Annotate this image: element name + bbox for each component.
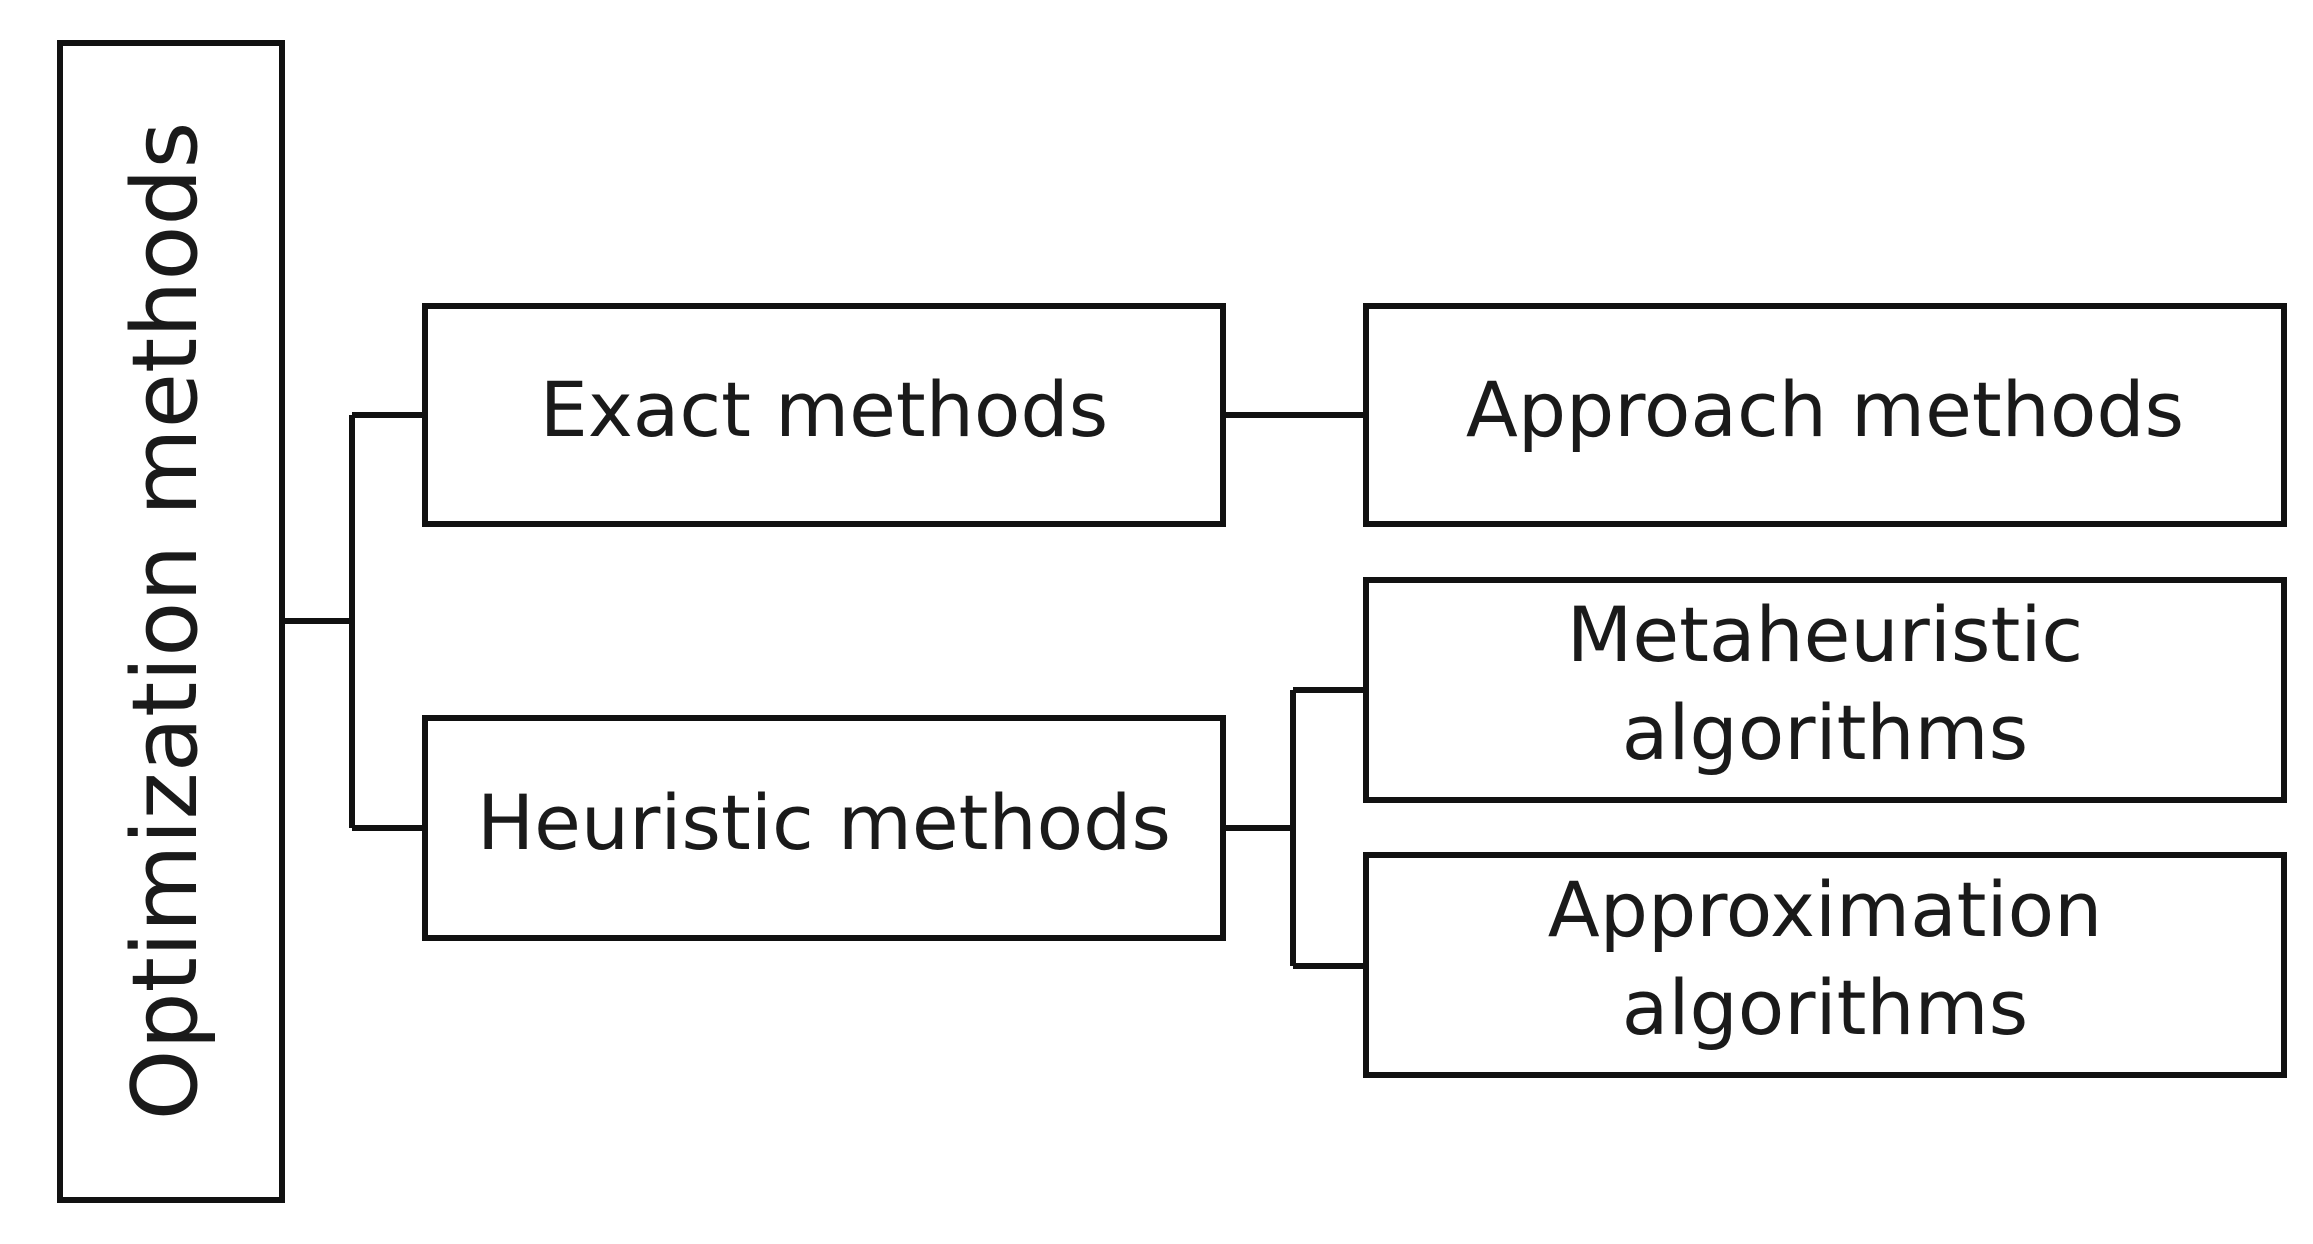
heuristic-connectors (1223, 687, 1366, 969)
metaheuristic-algorithms-label-line2: algorithms (1622, 688, 2028, 777)
approximation-algorithms-box (1363, 852, 2287, 1078)
metaheuristic-algorithms-label-line1: Metaheuristic (1567, 590, 2083, 679)
approach-methods-node: Approach methods (1363, 303, 2287, 527)
exact-methods-node: Exact methods (422, 303, 1226, 527)
root-connectors (282, 412, 425, 831)
root-node: Optimization methods (57, 40, 285, 1203)
approach-methods-box (1363, 303, 2287, 527)
root-label: Optimization methods (113, 122, 218, 1121)
metaheuristic-algorithms-box (1363, 577, 2287, 803)
exact-methods-box (422, 303, 1226, 527)
heuristic-methods-box (422, 715, 1226, 941)
approximation-algorithms-node: Approximation algorithms (1363, 852, 2287, 1078)
approximation-algorithms-label-line2: algorithms (1622, 963, 2028, 1052)
root-box (57, 40, 285, 1203)
approach-methods-label: Approach methods (1466, 365, 2184, 454)
approximation-algorithms-label-line1: Approximation (1548, 865, 2103, 954)
exact-methods-label: Exact methods (540, 365, 1108, 454)
heuristic-methods-node: Heuristic methods (422, 715, 1226, 941)
metaheuristic-algorithms-node: Metaheuristic algorithms (1363, 577, 2287, 803)
heuristic-methods-label: Heuristic methods (477, 778, 1171, 867)
